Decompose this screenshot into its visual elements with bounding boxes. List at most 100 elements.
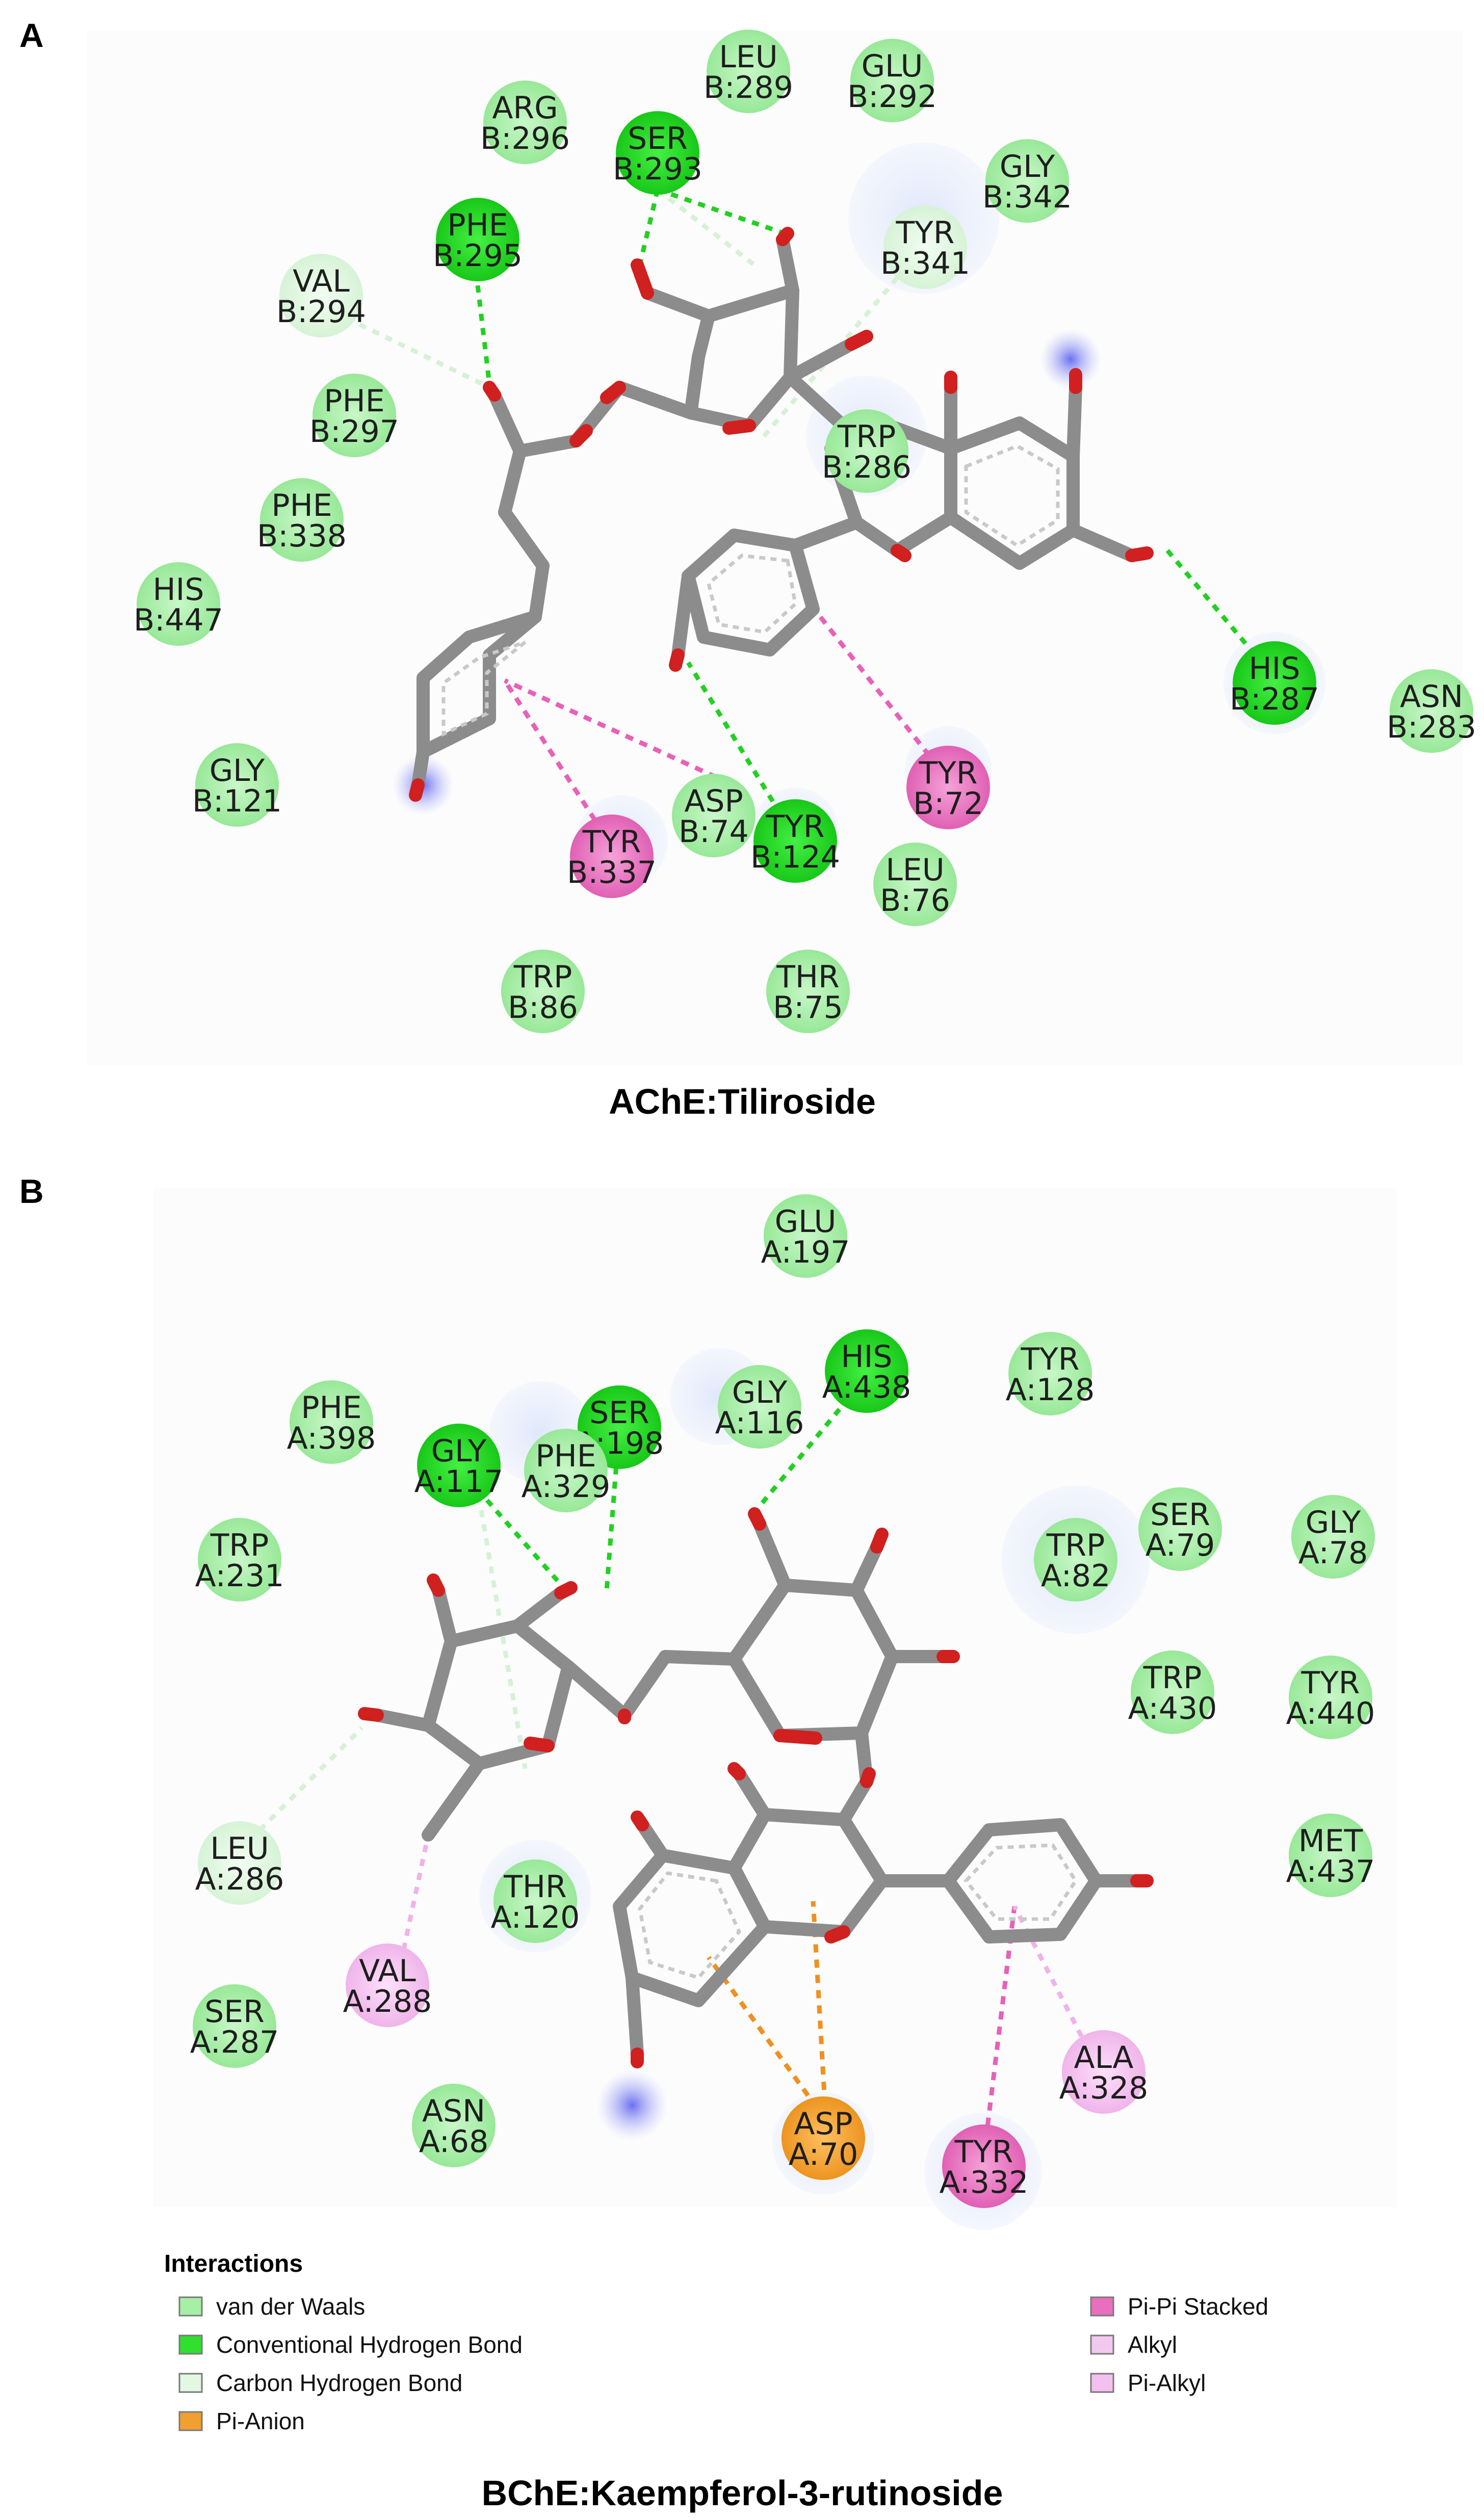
legend-label: Pi-Alkyl (1128, 2370, 1206, 2396)
oxygen-atom (669, 648, 685, 672)
oxygen-atom (860, 1767, 876, 1788)
oxygen-atom (631, 1810, 649, 1831)
legend-swatch-alkylbox (1090, 2334, 1114, 2355)
residue-name: THR (776, 959, 839, 995)
residue-disc (483, 81, 567, 164)
bond (626, 1971, 644, 2061)
pianion-line (811, 1901, 828, 2121)
oxygen-atom (773, 1729, 822, 1745)
legend-label: Pi-Anion (216, 2408, 305, 2434)
solvent-halo (1040, 329, 1101, 390)
residue-disc (346, 1944, 429, 2027)
residue-disc (493, 1859, 577, 1943)
residue-number: B:72 (913, 786, 983, 822)
residue-number: A:116 (715, 1405, 804, 1441)
residue-name: TYR (766, 809, 825, 845)
residue-number: B:294 (276, 294, 366, 330)
bond (789, 516, 863, 552)
bond (432, 1584, 458, 1648)
aromatic-marker (964, 1843, 1078, 1921)
oxygen-atoms-a (409, 227, 1154, 802)
residue-name: HIS (1249, 651, 1300, 687)
residue-number: A:120 (491, 1900, 580, 1935)
oxygen-atom (358, 1707, 384, 1722)
oxygen-atom (427, 1573, 445, 1597)
residue-disc (1131, 1650, 1214, 1734)
residue-disc (672, 774, 756, 857)
bond (784, 337, 858, 384)
bond (850, 1540, 883, 1597)
residue-number: A:328 (1059, 2070, 1149, 2106)
oxygen-atom (524, 1737, 555, 1752)
legend-label: Carbon Hydrogen Bond (216, 2370, 462, 2396)
bond (511, 1586, 567, 1633)
residue-name: LEU (210, 1831, 269, 1867)
oxygen-atom (569, 424, 593, 448)
residue-name: TYR (1301, 1665, 1360, 1701)
residue-disc (412, 2084, 496, 2167)
residue-disc (290, 1380, 373, 1464)
residue-number: A:78 (1298, 1535, 1368, 1571)
residue-disc (1034, 1518, 1117, 1602)
legend-swatch-alkyl (1090, 2373, 1114, 2393)
residue-number: A:329 (522, 1469, 611, 1505)
residue-disc (1291, 1495, 1375, 1579)
hbond-line (457, 1466, 568, 1592)
legend-swatch-pianion (178, 2411, 203, 2431)
residue-number: A:440 (1286, 1696, 1375, 1731)
residue-disc (1138, 1487, 1222, 1571)
residue-disc (782, 2096, 865, 2180)
residue-disc (707, 30, 790, 113)
bond (618, 1650, 672, 1722)
solvent-halo (596, 2069, 668, 2141)
residue-number: A:70 (789, 2137, 858, 2172)
residue-name: ASP (684, 783, 743, 819)
residue-disc (193, 1984, 276, 2068)
pipi-line (504, 678, 745, 793)
residue-disc (570, 815, 654, 898)
residue-disc (198, 1821, 281, 1905)
residue-disc (1289, 1814, 1372, 1897)
residue-number: B:295 (433, 238, 523, 274)
residue-name: TRP (210, 1528, 269, 1563)
residue-name: GLY (210, 753, 265, 789)
residue-disc (985, 139, 1069, 223)
residue-name: VAL (293, 264, 350, 299)
residue-number: B:287 (1230, 681, 1319, 717)
aromatic-marker (441, 640, 527, 737)
oxygen-atom (891, 544, 912, 562)
bond (562, 1660, 631, 1722)
residue-number: B:74 (679, 814, 749, 850)
bond (733, 1767, 771, 1821)
residue-name: PHE (447, 207, 508, 243)
residue-name: MET (1298, 1823, 1363, 1859)
residue-number: B:292 (847, 79, 937, 115)
residue-disc (942, 2124, 1026, 2208)
residue-disc (524, 1429, 608, 1512)
residue-name: SER (1150, 1497, 1210, 1533)
residue-number: B:289 (704, 70, 793, 106)
residue-name: LEU (886, 852, 944, 888)
panel-b-letter: B (19, 1172, 44, 1210)
legend-label: Alkyl (1128, 2331, 1177, 2358)
bond (1066, 523, 1138, 562)
